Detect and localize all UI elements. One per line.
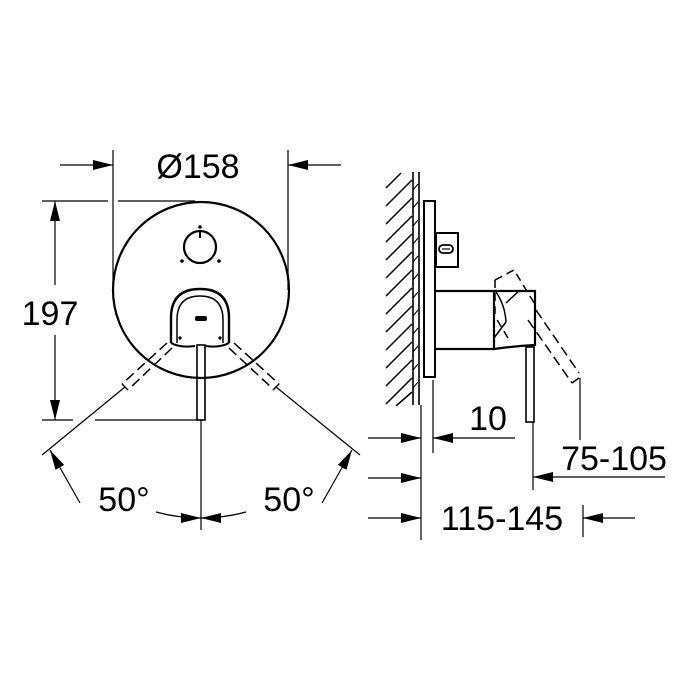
mixer-body-side [436, 269, 581, 440]
angle-dimension: 50° 50° [98, 481, 315, 523]
front-view: Ø158 197 [22, 148, 361, 530]
mixer-lever [169, 287, 231, 530]
plate-profile [423, 200, 436, 378]
side-view: 10 75-105 115-145 [368, 172, 667, 540]
diameter-label: Ø158 [156, 148, 239, 186]
lever-depth-label: 75-105 [561, 440, 667, 478]
height-dimension: 197 [22, 200, 198, 421]
diverter-knob [180, 225, 221, 265]
plate-offset-label: 10 [469, 400, 507, 438]
height-label: 197 [22, 295, 79, 333]
cover-plate [111, 200, 291, 380]
angle-right-label: 50° [263, 481, 314, 519]
diverter-knob-side [435, 232, 459, 268]
wall-hatching [385, 172, 420, 407]
angle-left-label: 50° [98, 481, 149, 519]
lever-rotation-right [228, 342, 361, 504]
diameter-dimension: Ø158 [60, 148, 341, 290]
total-depth-dimension: 115-145 [368, 500, 635, 538]
total-depth-label: 115-145 [441, 500, 563, 538]
plate-offset-dimension: 10 [368, 380, 515, 540]
lever-rotation-left [41, 342, 173, 504]
lever-depth-dimension: 75-105 [368, 422, 667, 490]
